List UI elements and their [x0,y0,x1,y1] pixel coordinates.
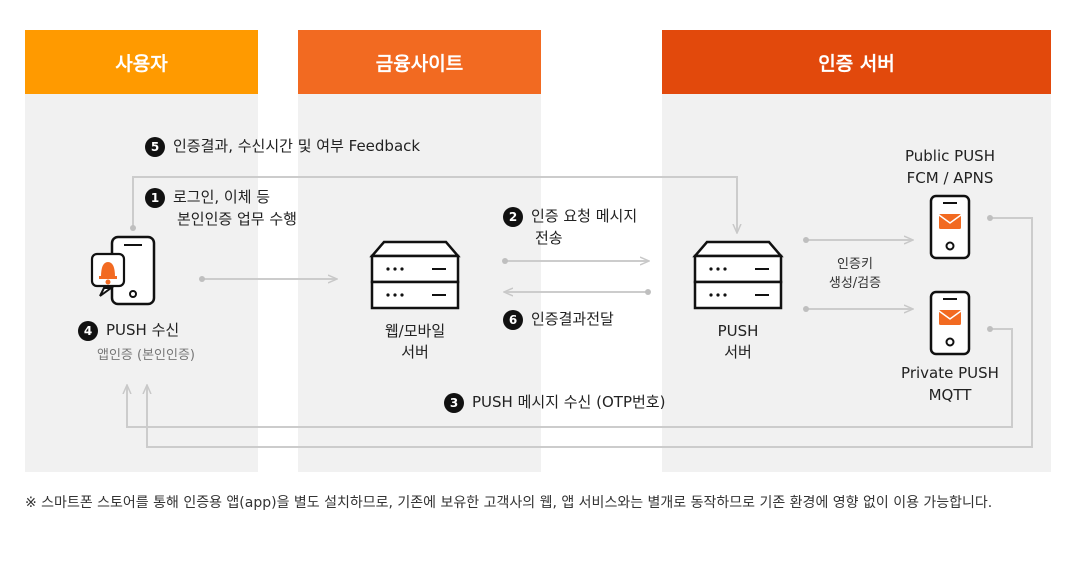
public-push-label: Public PUSH FCM / APNS [890,145,1010,189]
financial-site-column: 금융사이트 [298,30,541,472]
server-icon [692,240,784,310]
key-label-line1: 인증키 [837,257,873,272]
private-push-line1: Private PUSH [901,364,999,382]
push-server-line2: 서버 [724,343,752,361]
step-4-text: PUSH 수신 [106,321,180,339]
web-server-line1: 웹/모바일 [384,322,446,340]
step-2-label: 2 인증 요청 메시지 [503,206,637,227]
step-1-badge: 1 [145,187,165,208]
public-push-line1: Public PUSH [905,147,995,165]
push-server-label: PUSH 서버 [688,321,788,363]
push-server-line1: PUSH [717,322,759,340]
step-5-label: 5 인증결과, 수신시간 및 여부 Feedback [145,136,420,157]
step-3-text: PUSH 메시지 수신 (OTP번호) [472,393,666,411]
step-2-badge: 2 [503,206,523,227]
web-server-line2: 서버 [401,343,429,361]
feedback-line [132,176,737,232]
auth-server-column-header: 인증 서버 [662,30,1051,94]
private-to-phone-line [127,328,1013,428]
user-column-header: 사용자 [25,30,258,94]
step-2-line2: 전송 [535,229,563,247]
server-icon [369,240,461,310]
financial-site-column-header: 금융사이트 [298,30,541,94]
step-4-sub: 앱인증 (본인인증) [97,348,195,363]
key-label-line2: 생성/검증 [828,276,882,291]
auth-server-column: 인증 서버 [662,30,1051,472]
step-6-text: 인증결과전달 [531,310,614,328]
footnote: ※ 스마트폰 스토어를 통해 인증용 앱(app)을 별도 설치하므로, 기존에… [25,495,993,511]
step-5-badge: 5 [145,136,165,157]
user-column: 사용자 [25,30,258,472]
public-push-line2: FCM / APNS [906,169,994,187]
step-1-line1: 로그인, 이체 등 [173,188,271,206]
step-1-line2: 본인인증 업무 수행 [177,210,297,228]
phone-bell-icon [90,235,156,306]
step-3-badge: 3 [444,392,464,413]
step-1-label: 1 로그인, 이체 등 [145,187,270,208]
step-2-line1: 인증 요청 메시지 [531,207,638,225]
web-server-label: 웹/모바일 서버 [365,321,465,363]
key-label: 인증키 생성/검증 [810,255,900,293]
step-5-text: 인증결과, 수신시간 및 여부 Feedback [173,137,421,155]
step-6-badge: 6 [503,309,523,330]
step-4-badge: 4 [78,320,98,341]
step-6-label: 6 인증결과전달 [503,309,614,330]
step-4-label: 4 PUSH 수신 [78,320,179,341]
private-push-label: Private PUSH MQTT [890,362,1010,406]
phone-mail-icon [929,290,971,356]
private-push-line2: MQTT [928,386,972,404]
phone-mail-icon [929,194,971,260]
step-3-label: 3 PUSH 메시지 수신 (OTP번호) [444,392,665,413]
